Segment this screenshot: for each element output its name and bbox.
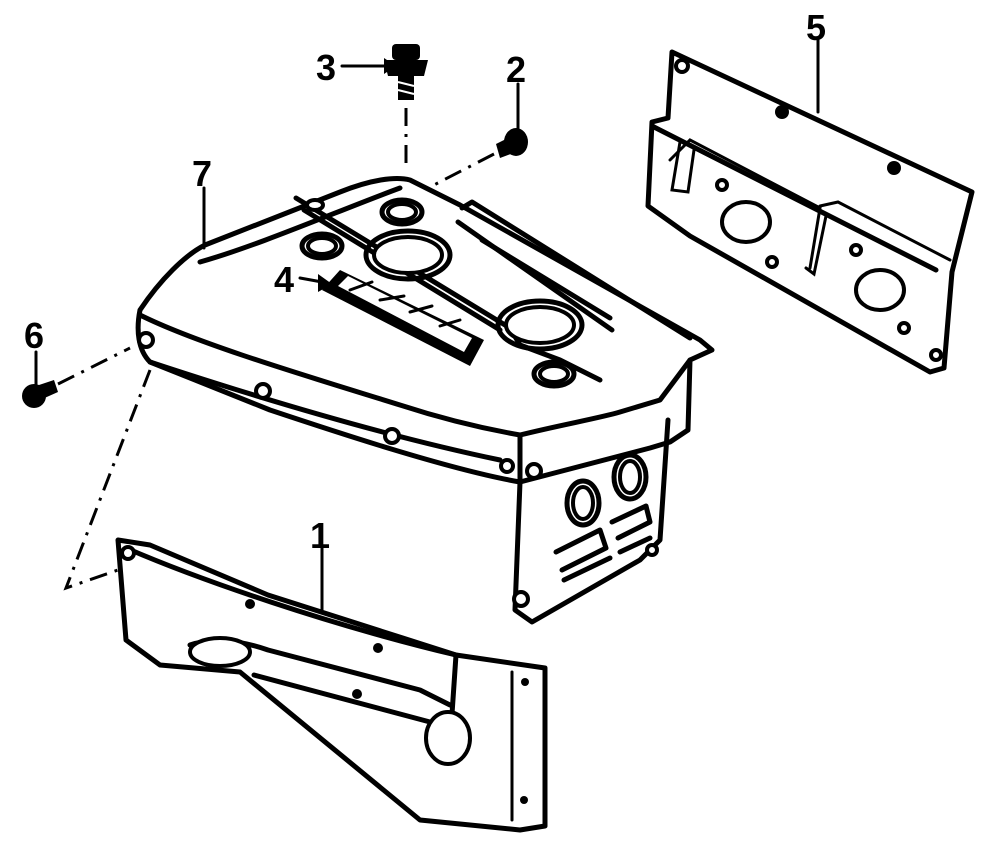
leader-lines xyxy=(34,38,820,614)
callout-5: 5 xyxy=(806,7,826,48)
callout-labels: 1 2 3 4 5 6 7 xyxy=(24,7,826,556)
part-6-screw xyxy=(22,380,58,408)
part-3-bolt xyxy=(384,44,428,100)
assembly-lines xyxy=(57,108,495,591)
part-7-top-cover xyxy=(135,176,715,625)
part-1-lower-bracket xyxy=(115,537,548,833)
callout-3: 3 xyxy=(316,47,336,88)
part-4-decal xyxy=(322,270,484,366)
callout-7: 7 xyxy=(192,153,212,194)
callout-2: 2 xyxy=(506,49,526,90)
callout-6: 6 xyxy=(24,315,44,356)
part-2-screw xyxy=(496,128,528,158)
callout-4: 4 xyxy=(274,259,294,300)
callout-1: 1 xyxy=(310,515,330,556)
part-5-bracket-plate xyxy=(645,49,975,375)
